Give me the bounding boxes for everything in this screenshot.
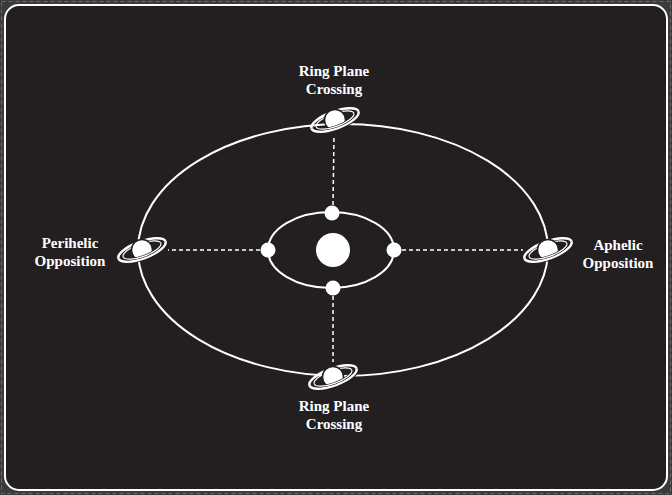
panel	[5, 5, 667, 490]
saturn-icon	[116, 233, 169, 266]
position-label: Perihelic Opposition	[20, 234, 120, 270]
saturn-orbit	[138, 124, 548, 376]
saturn-icon	[522, 233, 575, 266]
saturn-icon	[309, 103, 362, 136]
sun	[316, 233, 350, 267]
position-label: Aphelic Opposition	[573, 236, 663, 272]
position-label: Ring Plane Crossing	[279, 62, 389, 98]
saturn-icon	[307, 360, 360, 393]
sight-lines	[168, 135, 523, 362]
earth-dots	[261, 206, 402, 296]
earth-orbit	[268, 212, 394, 288]
position-label: Ring Plane Crossing	[279, 397, 389, 433]
